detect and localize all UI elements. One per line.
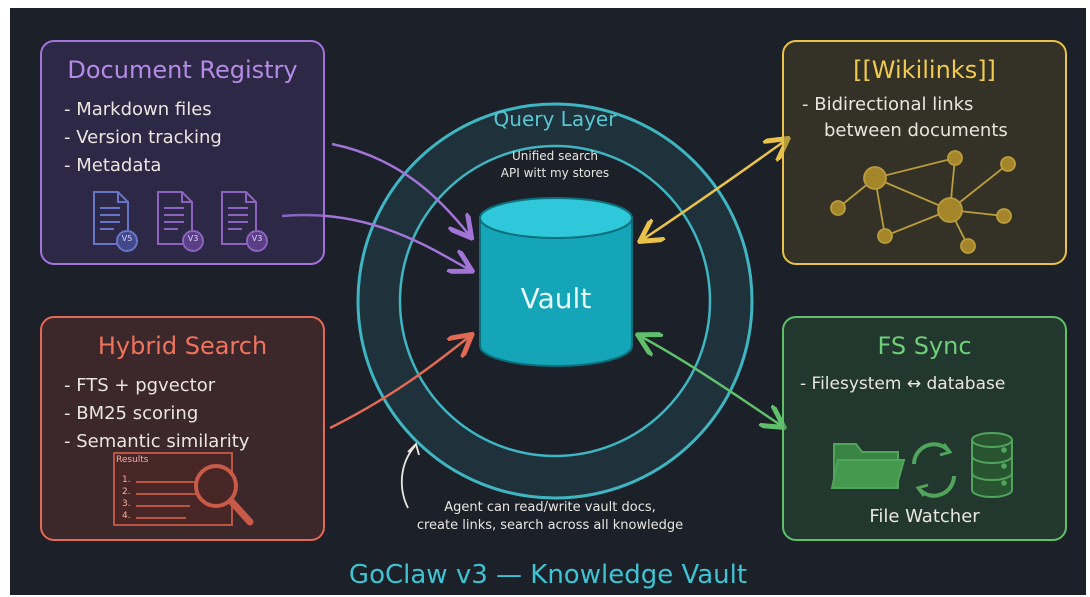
database-icon	[971, 432, 1013, 498]
wikilinks-panel: [[Wikilinks]] - Bidirectional links betw…	[782, 40, 1067, 265]
arrow-vault-wikilinks	[642, 140, 786, 240]
hybrid-search-title: Hybrid Search	[97, 332, 268, 360]
folder-icon	[830, 443, 906, 489]
hybrid-item: FTS + pgvector	[64, 372, 249, 400]
vault-label: Vault	[520, 282, 592, 315]
diagram-canvas: Document Registry Markdown files Version…	[10, 8, 1086, 595]
fs-sync-panel: FS Sync - Filesystem ↔ database File Wat…	[782, 316, 1067, 541]
registry-item: Version tracking	[64, 124, 222, 152]
registry-item: Markdown files	[64, 96, 222, 124]
agent-note-arrow	[400, 445, 416, 509]
arrow-registry-to-vault-2	[281, 213, 470, 270]
result-row-number: 4.	[122, 511, 131, 521]
fs-sync-item: - Filesystem ↔ database	[800, 374, 1006, 394]
document-registry-title: Document Registry	[67, 56, 298, 84]
doc-icon-v3-a	[157, 191, 204, 252]
query-layer-inner-ring	[398, 144, 712, 458]
query-layer-outer-ring	[356, 102, 754, 500]
hybrid-item: Semantic similarity	[64, 428, 249, 456]
wikilinks-line-1: - Bidirectional links	[802, 94, 974, 115]
result-row-number: 2.	[122, 487, 131, 497]
diagram-graphics	[93, 102, 1016, 526]
document-registry-panel: Document Registry Markdown files Version…	[40, 40, 325, 265]
arrow-vault-fssync	[640, 336, 782, 426]
result-row-number: 3.	[122, 499, 131, 509]
doc-badge-v5: V5	[121, 234, 133, 243]
query-layer-subtitle-1: Unified search	[512, 149, 598, 163]
arrow-registry-to-vault-1	[331, 142, 470, 236]
doc-badge-v3: V3	[187, 234, 199, 243]
file-watcher-caption: File Watcher	[869, 506, 980, 527]
fs-sync-title: FS Sync	[877, 332, 972, 360]
link-graph-icon	[830, 150, 1016, 254]
query-layer-title: Query Layer	[493, 107, 617, 131]
hybrid-search-list: FTS + pgvector BM25 scoring Semantic sim…	[64, 372, 249, 456]
agent-note-line-2: create links, search across all knowledg…	[416, 518, 684, 533]
sync-icon	[912, 442, 956, 498]
result-row-number: 1.	[122, 475, 131, 485]
wikilinks-line-2: between documents	[824, 120, 1008, 141]
doc-icon-v5	[93, 191, 138, 252]
vault-cylinder	[479, 197, 633, 367]
document-registry-list: Markdown files Version tracking Metadata	[64, 96, 222, 180]
arrow-hybrid-to-vault	[329, 336, 470, 430]
doc-icon-v3-b	[221, 191, 268, 252]
registry-item: Metadata	[64, 152, 222, 180]
results-label: Results	[116, 455, 149, 465]
hybrid-item: BM25 scoring	[64, 400, 249, 428]
hybrid-search-panel: Hybrid Search FTS + pgvector BM25 scorin…	[40, 316, 325, 541]
wikilinks-title: [[Wikilinks]]	[853, 56, 996, 84]
magnifier-icon	[194, 464, 254, 526]
agent-note-line-1: Agent can read/write vault docs,	[444, 500, 656, 515]
query-layer-subtitle-2: API witt my stores	[500, 166, 610, 180]
footer-title: GoClaw v3 — Knowledge Vault	[348, 560, 748, 590]
doc-badge-v3: V3	[251, 234, 263, 243]
